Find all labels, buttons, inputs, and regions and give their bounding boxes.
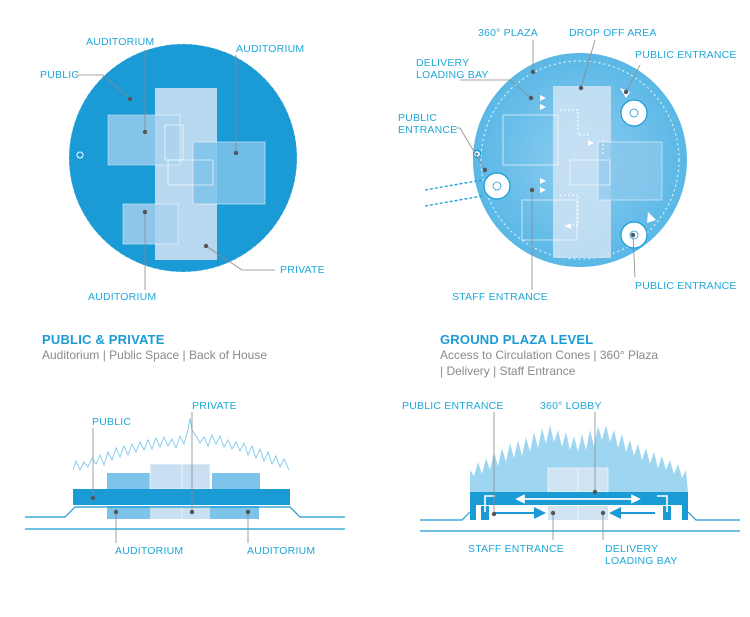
label-section-staff-entrance: STAFF ENTRANCE [468,543,564,555]
auditorium-block-bottom [122,203,179,245]
label-360-plaza: 360° PLAZA [478,27,538,39]
label-drop-off: DROP OFF AREA [569,27,657,39]
label-section-public-entrance: PUBLIC ENTRANCE [402,400,504,412]
label-private: PRIVATE [280,264,325,276]
label-section-loading-bay: LOADING BAY [605,555,678,567]
label-public-entrance-right: PUBLIC ENTRANCE [635,280,737,292]
ground-plaza-section: PUBLIC ENTRANCE 360° LOBBY STAFF ENTRANC… [402,400,740,567]
auditorium-block-left [107,114,181,166]
label-section-auditorium-left: AUDITORIUM [115,545,183,557]
label-section-private: PRIVATE [192,400,237,412]
caption-subtitle-public-private: Auditorium | Public Space | Back of Hous… [42,348,268,362]
label-section-public: PUBLIC [92,416,131,428]
label-auditorium-bottom: AUDITORIUM [88,291,156,303]
label-auditorium-right: AUDITORIUM [236,43,304,55]
leader-lines-2 [456,39,641,290]
label-public: PUBLIC [40,69,79,81]
leader-lines [75,50,275,290]
label-delivery: DELIVERY [416,57,469,69]
caption-subtitle-ground-plaza-1: Access to Circulation Cones | 360° Plaza [440,348,659,362]
ground-slab [73,489,290,505]
ground-plaza-plan: 360° PLAZA DROP OFF AREA DELIVERY LOADIN… [398,27,737,303]
caption-title-public-private: PUBLIC & PRIVATE [42,332,165,347]
auditorium-block-right [192,141,266,205]
label-public-entrance-top: PUBLIC ENTRANCE [635,49,737,61]
label-public-entrance-left-1: PUBLIC [398,112,437,124]
public-private-section: PUBLIC PRIVATE AUDITORIUM AUDITORIUM [25,400,345,557]
public-private-plan: AUDITORIUM AUDITORIUM PUBLIC PRIVATE AUD… [40,36,325,303]
label-auditorium-top: AUDITORIUM [86,36,154,48]
caption-title-ground-plaza: GROUND PLAZA LEVEL [440,332,594,347]
label-loading-bay: LOADING BAY [416,69,489,81]
skyline-fill [470,425,688,492]
label-staff-entrance: STAFF ENTRANCE [452,291,548,303]
label-section-auditorium-right: AUDITORIUM [247,545,315,557]
caption-subtitle-ground-plaza-2: | Delivery | Staff Entrance [440,364,576,378]
label-section-lobby: 360° LOBBY [540,400,602,412]
label-public-entrance-left-2: ENTRANCE [398,124,457,136]
circulation-cones [483,99,648,249]
label-section-delivery: DELIVERY [605,543,658,555]
leader-dots [127,96,239,249]
skyline-outline [72,417,290,472]
